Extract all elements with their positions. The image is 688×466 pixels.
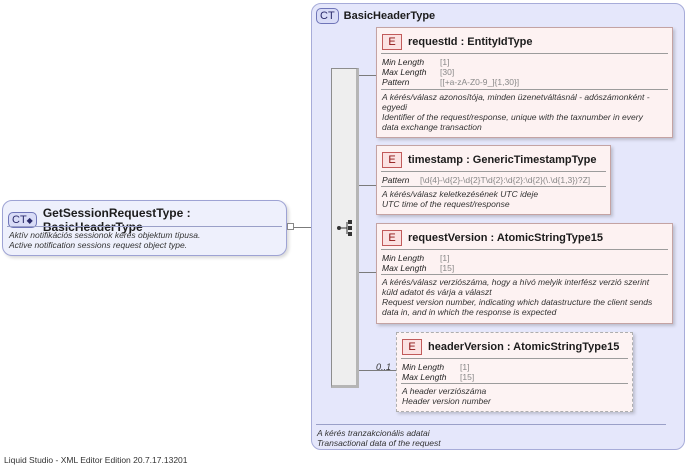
connector-line — [359, 75, 376, 76]
element-request-id[interactable]: E requestId : EntityIdType Min Length [1]… — [376, 27, 673, 138]
doc-line: A header verziószáma — [402, 386, 487, 396]
divider — [401, 383, 628, 384]
element-documentation: A kérés/válasz azonosítója, minden üzene… — [382, 92, 672, 132]
element-documentation: A kérés/válasz keletkezésének UTC ideje … — [382, 189, 672, 209]
doc-line: UTC time of the request/response — [382, 199, 510, 209]
divider — [381, 53, 668, 54]
doc-line: data exchange transaction — [382, 122, 482, 132]
connector-line — [359, 185, 376, 186]
facet-name: Min Length — [382, 57, 425, 67]
occurrence-label: 0..1 — [376, 362, 392, 372]
doc-line: A kérés/válasz keletkezésének UTC ideje — [382, 189, 539, 199]
collapse-toggle[interactable] — [287, 223, 294, 230]
element-timestamp[interactable]: E timestamp : GenericTimestampType Patte… — [376, 145, 611, 215]
doc-line: A kérés/válasz verziószáma, hogy a hívó … — [382, 277, 650, 287]
doc-line: data in, and in which the response is ex… — [382, 307, 557, 317]
facet-value: [[+a-zA-Z0-9_]{1,30}] — [440, 77, 520, 87]
doc-line: A kérés/válasz azonosítója, minden üzene… — [382, 92, 650, 102]
facet-name: Min Length — [382, 253, 425, 263]
divider — [401, 358, 628, 359]
divider — [381, 171, 606, 172]
element-request-version[interactable]: E requestVersion : AtomicStringType15 Mi… — [376, 223, 673, 324]
divider — [7, 226, 282, 227]
doc-line: Header version number — [402, 396, 491, 406]
doc-line-en: Active notification sessions request obj… — [9, 240, 188, 250]
facets: Min Length [1] Max Length [15] — [382, 253, 454, 273]
facet-value: [\d{4}-\d{2}-\d{2}T\d{2}:\d{2}:\d{2}(\.\… — [420, 175, 591, 185]
facet-value: [30] — [440, 67, 455, 77]
facet-value: [1] — [440, 253, 450, 263]
doc-line: egyedi — [382, 102, 408, 112]
element-documentation: A kérés/válasz verziószáma, hogy a hívó … — [382, 277, 672, 317]
facet-name: Max Length — [382, 67, 427, 77]
facets: Min Length [1] Max Length [15] — [402, 362, 474, 382]
doc-line-hu: A kérés tranzakcionális adatai — [317, 428, 430, 438]
divider — [316, 424, 666, 425]
divider — [381, 89, 668, 90]
element-title: requestId : EntityIdType — [408, 36, 533, 48]
doc-line-hu: Aktív notifikációs sessionok kérés objek… — [9, 230, 201, 240]
node-documentation: Aktív notifikációs sessionok kérés objek… — [9, 230, 200, 250]
node-title: GetSessionRequestType : BasicHeaderType — [42, 206, 191, 234]
element-icon: E — [382, 34, 402, 50]
doc-line-en: Transactional data of the request — [317, 438, 441, 448]
facet-value: [1] — [440, 57, 450, 67]
divider — [381, 274, 668, 275]
complex-type-icon: CT◆ — [8, 212, 37, 228]
node-title: BasicHeaderType — [343, 10, 436, 22]
doc-line: Identifier of the request/response, uniq… — [382, 112, 643, 122]
facet-value: [15] — [440, 263, 455, 273]
facet-value: [1] — [460, 362, 470, 372]
facet-name: Max Length — [382, 263, 427, 273]
element-icon: E — [382, 230, 402, 246]
divider — [381, 186, 606, 187]
doc-line: Request version number, indicating which… — [382, 297, 653, 307]
facet-name: Min Length — [402, 362, 445, 372]
facet-name: Pattern — [382, 175, 410, 185]
facets: Min Length [1] Max Length [30] Pattern [[+a… — [382, 57, 519, 87]
sequence-icon — [337, 220, 352, 236]
connector-line — [359, 272, 376, 273]
element-icon: E — [382, 152, 402, 168]
element-title: requestVersion : AtomicStringType15 — [408, 232, 603, 244]
facets: Pattern [\d{4}-\d{2}-\d{2}T\d{2}:\d{2}:\d… — [382, 175, 590, 185]
complex-type-icon: CT — [316, 8, 339, 24]
element-icon: E — [402, 339, 422, 355]
facet-name: Pattern — [382, 77, 410, 87]
connector-line — [359, 370, 396, 371]
node-documentation: A kérés tranzakcionális adatai Transacti… — [317, 428, 441, 448]
doc-line: küld adatot és várja a választ — [382, 287, 492, 297]
app-footer: Liquid Studio - XML Editor Edition 20.7.… — [4, 455, 188, 465]
element-documentation: A header verziószáma Header version numb… — [402, 386, 688, 406]
facet-name: Max Length — [402, 372, 447, 382]
element-title: headerVersion : AtomicStringType15 — [428, 341, 620, 353]
facet-value: [15] — [460, 372, 475, 382]
divider — [381, 249, 668, 250]
element-title: timestamp : GenericTimestampType — [408, 154, 597, 166]
element-header-version[interactable]: E headerVersion : AtomicStringType15 Min… — [396, 332, 633, 412]
get-session-request-type-node[interactable]: CT◆ GetSessionRequestType : BasicHeaderT… — [2, 200, 287, 256]
